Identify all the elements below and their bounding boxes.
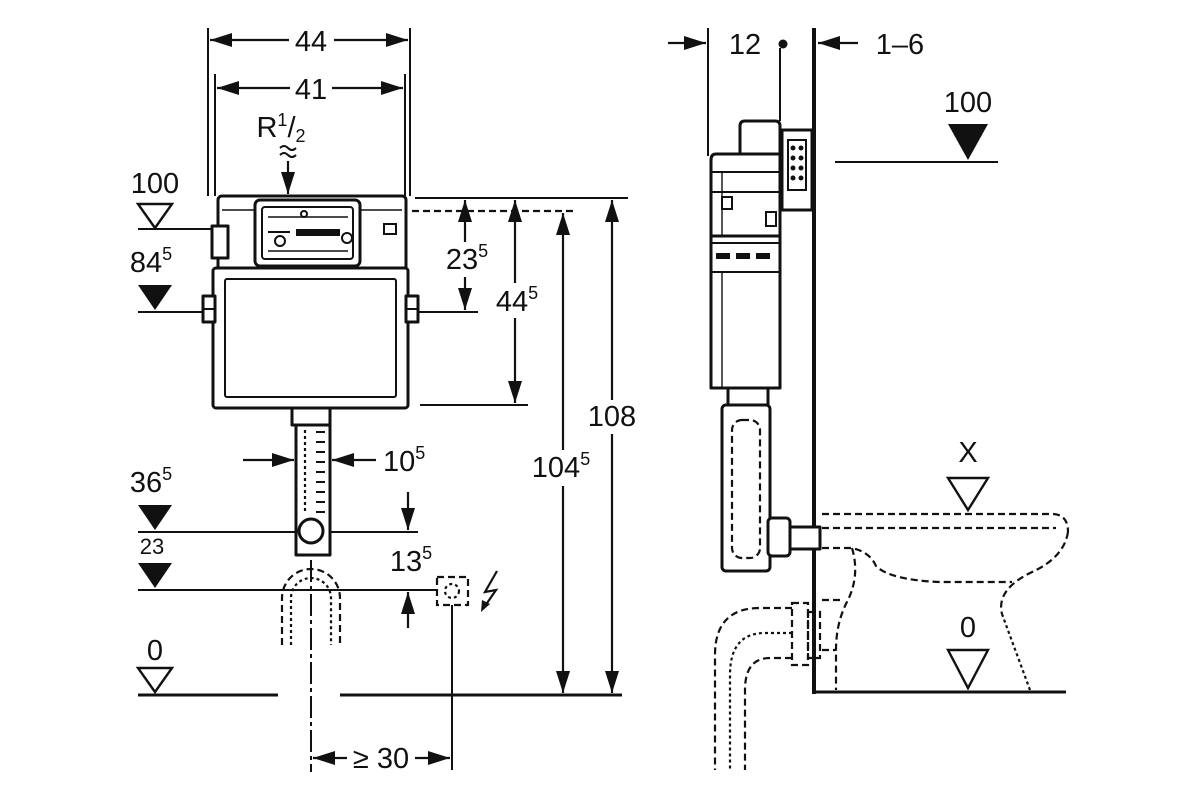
wall-offset-label: 12 [729,29,761,61]
height-label: 445 [496,283,538,318]
height-label: 1045 [532,449,590,484]
dimension-height-actuation: 235 [446,200,488,310]
toilet-bowl [822,512,1070,691]
cistern-side-cap [738,119,782,158]
dimension-pipe-width: 105 [243,443,425,478]
width-inner-label: 41 [295,74,327,106]
wall-bracket [780,128,814,212]
level-label: 845 [130,244,172,279]
level-triangle-solid [138,563,172,588]
cistern-outlet-stub [290,406,332,427]
height-value-superscript: 5 [528,283,538,303]
pipe-width-value: 10 [383,446,415,478]
level-triangle-solid [138,505,172,530]
dimension-wall-gap: 1–6 [818,29,924,61]
height-value: 108 [588,401,636,433]
cistern-tank-inner [224,278,397,398]
level-label: 0 [960,612,976,644]
dimension-wall-offset: 12 [668,28,788,156]
reference-dot [778,39,788,49]
dimension-width-inner: 41 [214,74,406,196]
outlet-offset-superscript: 5 [422,543,432,563]
flush-pipe-outlet [297,517,325,545]
level-marker-actuation: 845 [130,244,204,313]
flush-plate-opening [253,198,362,268]
width-outer-label: 44 [295,26,327,58]
side-view: 12 1–6 100 [668,28,1070,770]
level-marker-electric: 23 [138,534,437,591]
level-marker-outlet: 365 [130,464,418,533]
flush-pipe-side [720,403,772,573]
cistern-side [709,119,822,573]
supply-numerator: 1 [277,110,287,130]
level-value: 23 [140,534,164,559]
level-value: 0 [147,635,163,667]
level-label: 100 [131,168,179,200]
dimension-height-tank-top: 1045 [532,213,590,693]
level-triangle-solid [948,124,988,160]
level-value: 36 [130,467,162,499]
level-triangle-open [945,476,991,513]
level-marker-floor: 0 [135,635,622,697]
bowl-connector-pipe [788,525,822,551]
dimension-height-tank: 445 [496,200,538,403]
level-label: X [958,437,977,469]
level-marker-top: 100 [131,168,212,231]
supply-thread-letter: R [256,112,277,144]
height-value-superscript: 5 [580,449,590,469]
side-level-marker-top: 100 [835,87,998,163]
height-label: 108 [588,401,636,433]
water-supply-icon [279,145,297,194]
drain-pipe-front [280,560,342,772]
level-triangle-open [135,202,175,231]
supply-slash: / [287,112,296,144]
level-triangle-open [135,666,175,695]
cistern-tank [211,266,410,410]
supply-denominator: 2 [296,126,306,146]
level-value-superscript: 5 [162,464,172,484]
bowl-connector-flange [766,516,792,558]
drain-bend [713,601,822,770]
level-label: 0 [147,635,163,667]
cistern-side-neck [726,386,770,407]
front-view: 44 41 R1/2 100 845 365 [130,26,636,775]
outlet-offset-label: 135 [390,543,432,578]
dimension-min-distance: ≥ 30 [313,743,450,775]
height-label: 235 [446,241,488,276]
wall-gap-label: 1–6 [876,29,924,61]
cistern-valve-housing [210,224,230,260]
outlet-offset-value: 13 [390,546,422,578]
min-distance-label: ≥ 30 [353,743,409,775]
height-value: 104 [532,452,580,484]
electric-icon [481,570,499,612]
level-value: 84 [130,247,162,279]
level-label: 365 [130,464,172,499]
pipe-width-label: 105 [383,443,425,478]
level-triangle-solid [138,285,172,310]
level-value: 100 [131,168,179,200]
level-label: 23 [140,534,164,559]
pipe-width-superscript: 5 [415,443,425,463]
level-triangle-open [946,648,990,691]
level-label: 100 [944,87,992,119]
side-level-marker-floor: 0 [946,612,990,691]
electric-socket [435,575,470,770]
cistern-front [201,194,420,557]
supply-connection-label: R1/2 [256,110,305,146]
height-value: 23 [446,244,478,276]
height-value-superscript: 5 [478,241,488,261]
dimension-width-outer: 44 [207,26,411,196]
height-value: 44 [496,286,528,318]
side-level-marker-rim: X [945,437,991,513]
dimension-outlet-offset: 135 [390,492,432,628]
level-value-superscript: 5 [162,244,172,264]
dimension-height-total: 108 [588,200,636,693]
